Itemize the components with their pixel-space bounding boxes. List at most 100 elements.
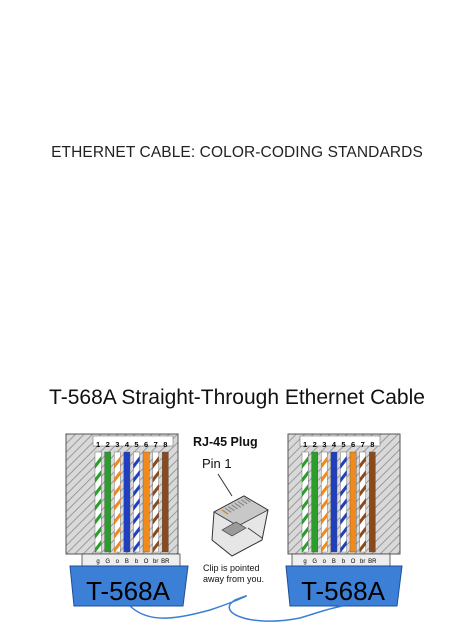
- wire-6: [349, 451, 357, 553]
- plug-contact: [231, 504, 238, 510]
- clip-note-line1: Clip is pointed: [203, 563, 260, 573]
- wire-5-stripe: [340, 526, 347, 539]
- wire-code: O: [351, 559, 356, 565]
- wire-3-stripe: [321, 498, 328, 511]
- wire-code: G: [105, 559, 110, 565]
- wire-code: BR: [368, 559, 377, 565]
- wire-code: g: [96, 559, 99, 565]
- wire-1-stripe: [302, 540, 309, 553]
- wire-1-stripe: [95, 526, 102, 539]
- wire-1-stripe: [302, 512, 309, 525]
- wire-4: [330, 451, 338, 553]
- wire-7-stripe: [359, 456, 366, 469]
- wire-5-stripe: [340, 512, 347, 525]
- pin-number: 3: [322, 440, 326, 449]
- wire-5-stripe: [133, 484, 140, 497]
- wire-7-stripe: [359, 512, 366, 525]
- wire-1-stripe: [95, 484, 102, 497]
- wire-5-stripe: [133, 526, 140, 539]
- wire-7-stripe: [152, 512, 159, 525]
- right-connector-label: T-568A: [301, 576, 385, 606]
- wire-code: br: [153, 559, 158, 565]
- plug-contact: [228, 506, 235, 512]
- wire-code: g: [303, 559, 306, 565]
- wire-3-stripe: [321, 456, 328, 469]
- wire-1-stripe: [302, 456, 309, 469]
- pin-number: 4: [332, 440, 337, 449]
- pin-number: 6: [351, 440, 355, 449]
- wire-5-stripe: [340, 456, 347, 469]
- wire-1-stripe: [95, 512, 102, 525]
- wire-7-stripe: [152, 456, 159, 469]
- pin-number: 3: [115, 440, 119, 449]
- wire-6: [142, 451, 150, 553]
- plug-contact: [240, 499, 248, 505]
- wire-7-stripe: [152, 470, 159, 483]
- wire-3-stripe: [114, 484, 121, 497]
- wire-4: [123, 451, 131, 553]
- wire-5-stripe: [340, 484, 347, 497]
- wire-5-stripe: [340, 470, 347, 483]
- pin-number: 2: [106, 440, 110, 449]
- wire-code: o: [323, 559, 327, 565]
- wire-1-stripe: [302, 470, 309, 483]
- wire-code: BR: [161, 559, 170, 565]
- wire-3-stripe: [114, 470, 121, 483]
- plug-title: RJ-45 Plug: [193, 435, 258, 449]
- pin-number: 8: [163, 440, 167, 449]
- wire-1-stripe: [302, 526, 309, 539]
- wire-5-stripe: [133, 470, 140, 483]
- pin-number: 6: [144, 440, 148, 449]
- wire-code: b: [342, 559, 346, 565]
- rj45-plug: RJ-45 Plug Pin 1 Clip is pointed away fr…: [193, 435, 269, 584]
- wire-5-stripe: [133, 512, 140, 525]
- wire-8: [161, 451, 169, 553]
- plug-contact: [224, 507, 232, 513]
- wire-code: b: [135, 559, 139, 565]
- pin-number: 4: [125, 440, 130, 449]
- pin-number: 5: [341, 440, 345, 449]
- pin-number: 7: [361, 440, 365, 449]
- slide-title: ETHERNET CABLE: COLOR-CODING STANDARDS: [51, 144, 423, 161]
- right-wires: [301, 451, 376, 553]
- wire-5-stripe: [340, 540, 347, 553]
- diagram-title: T-568A Straight-Through Ethernet Cable: [49, 386, 425, 409]
- wire-3-stripe: [321, 540, 328, 553]
- wire-code: B: [125, 559, 129, 565]
- wire-1-stripe: [95, 498, 102, 511]
- wire-code: br: [360, 559, 365, 565]
- pin-number: 2: [313, 440, 317, 449]
- wire-1-stripe: [95, 470, 102, 483]
- wire-3-stripe: [321, 526, 328, 539]
- wire-7-stripe: [359, 540, 366, 553]
- wire-3-stripe: [114, 526, 121, 539]
- wire-1-stripe: [302, 498, 309, 511]
- pin-number: 1: [96, 440, 100, 449]
- wire-3-stripe: [114, 512, 121, 525]
- wire-1-stripe: [95, 540, 102, 553]
- left-connector-label: T-568A: [86, 576, 170, 606]
- wire-3-stripe: [321, 470, 328, 483]
- wire-7-stripe: [359, 470, 366, 483]
- wire-1-stripe: [302, 484, 309, 497]
- wire-5-stripe: [133, 498, 140, 511]
- wire-5-stripe: [133, 540, 140, 553]
- wire-code: G: [312, 559, 317, 565]
- pin-number: 8: [370, 440, 374, 449]
- wire-7-stripe: [152, 484, 159, 497]
- pin-pointer-line: [217, 473, 233, 497]
- left-wires: [94, 451, 169, 553]
- plug-contact: [237, 501, 245, 506]
- plug-contacts: [221, 497, 251, 515]
- wire-3-stripe: [114, 498, 121, 511]
- pin-label: Pin 1: [202, 456, 232, 471]
- wire-code: o: [116, 559, 120, 565]
- wire-5-stripe: [340, 498, 347, 511]
- plug-contact: [244, 497, 251, 503]
